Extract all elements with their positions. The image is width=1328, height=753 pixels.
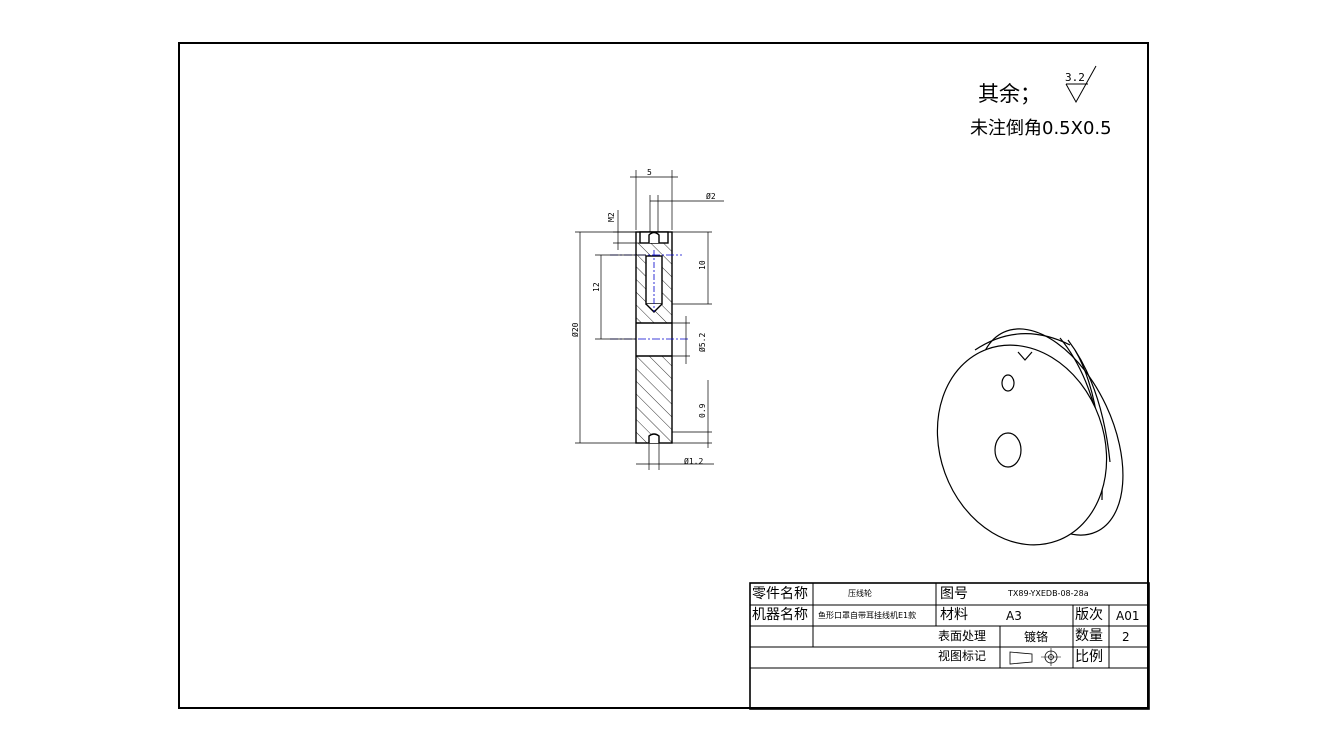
quantity-label: 数量	[1075, 628, 1103, 644]
material-label: 材料	[940, 607, 968, 623]
surface-label: 表面处理	[938, 629, 987, 643]
dim-width: 5	[647, 168, 652, 177]
isometric-view	[936, 328, 1124, 546]
part-name-label: 零件名称	[752, 586, 808, 602]
hatch-lower	[636, 356, 672, 443]
scale-label: 比例	[1075, 649, 1103, 665]
section-view	[610, 231, 688, 444]
dim-outer-dia: Ø20	[570, 322, 580, 337]
dim-depth-12: 12	[592, 282, 601, 292]
revision-label: 版次	[1075, 607, 1103, 623]
machine-name-label: 机器名称	[752, 607, 808, 623]
part-name-value: 压线轮	[848, 589, 872, 598]
dimension-texts: 5 Ø2 M2 10 12 Ø20 Ø5.2 0.9 Ø1.2	[570, 168, 716, 466]
title-block: 零件名称 压线轮 图号 TX89-YXEDB-08-28a 机器名称 鱼形口罩自…	[750, 583, 1149, 709]
wheel-bore	[994, 432, 1022, 468]
machine-name-value: 鱼形口罩自带耳挂线机E1款	[818, 611, 917, 620]
bore-area	[637, 323, 671, 356]
drawing-no-label: 图号	[940, 586, 968, 602]
wheel-pin-hole	[1001, 374, 1015, 392]
revision-value: A01	[1116, 609, 1140, 623]
bottom-slot	[648, 433, 660, 443]
title-block-grid	[749, 582, 1150, 710]
roughness-symbol: 3.2	[1065, 65, 1097, 104]
dim-pitch: 10	[698, 260, 707, 270]
dim-groove-depth: M2	[607, 212, 616, 222]
wheel-notch	[1017, 351, 1033, 361]
note-rest-label: 其余；	[978, 82, 1041, 106]
wheel-face	[936, 344, 1108, 546]
dim-bottom-groove: Ø1.2	[684, 456, 703, 466]
note-chamfer: 未注倒角0.5X0.5	[970, 118, 1112, 139]
dim-top-hole: Ø2	[706, 191, 716, 201]
surface-value: 镀铬	[1024, 630, 1049, 644]
dimension-lines	[575, 170, 724, 470]
drawing-border	[178, 42, 1149, 709]
quantity-value: 2	[1122, 630, 1130, 644]
view-label: 视图标记	[938, 649, 987, 663]
dim-groove: 0.9	[698, 403, 707, 418]
material-value: A3	[1006, 609, 1022, 623]
dim-bore: Ø5.2	[697, 333, 707, 352]
drawing-no-value: TX89-YXEDB-08-28a	[1008, 589, 1089, 598]
top-slot	[648, 231, 660, 243]
roughness-value: 3.2	[1065, 71, 1085, 84]
